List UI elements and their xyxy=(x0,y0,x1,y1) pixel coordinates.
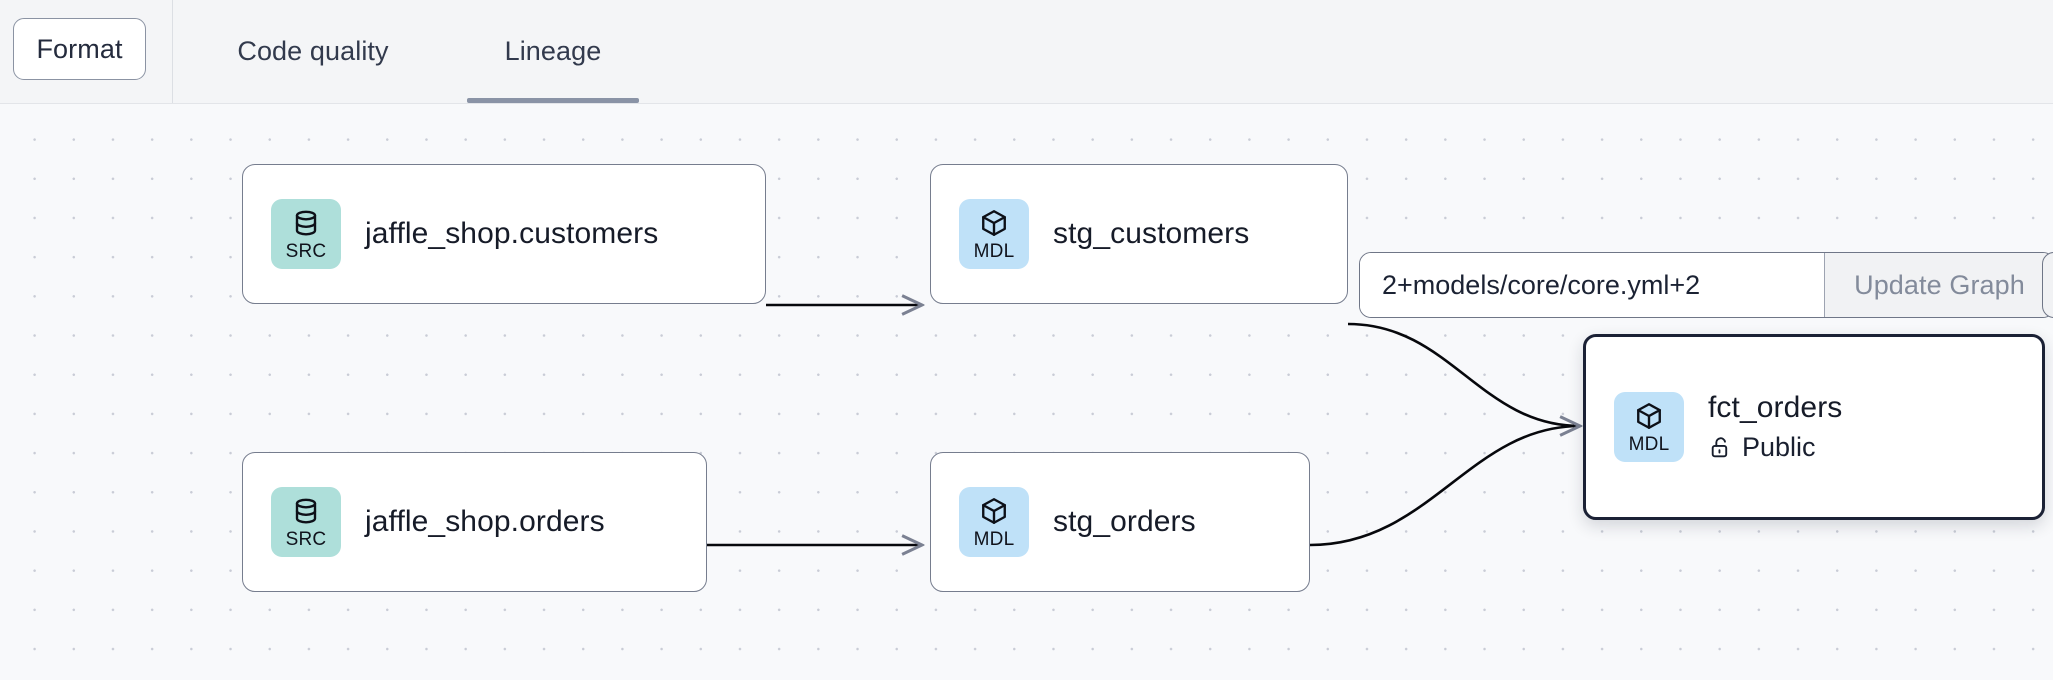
src-badge: SRC xyxy=(271,487,341,557)
mdl-badge-label: MDL xyxy=(973,528,1015,550)
lineage-node-stg-orders[interactable]: MDL stg_orders xyxy=(930,452,1310,592)
lineage-node-fct-orders[interactable]: MDL fct_orders Public xyxy=(1583,334,2045,520)
lineage-node-jaffle-shop-customers[interactable]: SRC jaffle_shop.customers xyxy=(242,164,766,304)
database-icon xyxy=(295,210,317,235)
tab-code-quality-underline xyxy=(197,98,429,103)
node-title: stg_orders xyxy=(1053,504,1196,538)
cube-icon xyxy=(982,209,1006,236)
database-icon xyxy=(295,498,317,523)
selector-input[interactable] xyxy=(1360,253,1824,317)
node-text-block: jaffle_shop.customers xyxy=(365,217,658,252)
node-title: jaffle_shop.customers xyxy=(365,216,659,250)
src-badge-label: SRC xyxy=(285,528,327,550)
edge-stg-orders-to-fct-orders xyxy=(1309,426,1580,547)
lineage-node-stg-customers[interactable]: MDL stg_customers xyxy=(930,164,1348,304)
edge-stg-customers-to-fct-orders xyxy=(1347,322,1581,428)
tab-lineage-label: Lineage xyxy=(504,36,602,66)
tab-lineage[interactable]: Lineage xyxy=(467,0,639,103)
mdl-badge: MDL xyxy=(959,199,1029,269)
cube-icon xyxy=(1637,402,1661,429)
tab-code-quality-label: Code quality xyxy=(237,36,389,66)
tab-lineage-underline xyxy=(467,98,639,103)
top-toolbar: Format Code quality Lineage xyxy=(0,0,2053,104)
node-visibility: Public xyxy=(1708,432,1842,463)
graph-controls: Update Graph xyxy=(1359,252,2053,318)
node-title: stg_customers xyxy=(1053,216,1250,250)
toolbar-left-section: Format xyxy=(0,0,173,103)
graph-controls-overflow[interactable] xyxy=(2042,252,2053,318)
node-text-block: stg_orders xyxy=(1053,505,1196,540)
cube-icon xyxy=(982,497,1006,524)
src-badge: SRC xyxy=(271,199,341,269)
node-text-block: fct_orders Public xyxy=(1708,391,1842,463)
mdl-badge: MDL xyxy=(959,487,1029,557)
lineage-canvas[interactable]: SRC jaffle_shop.customers MDL stg_custom… xyxy=(0,104,2053,680)
src-badge-label: SRC xyxy=(285,240,327,262)
node-title: jaffle_shop.orders xyxy=(365,504,605,538)
mdl-badge-label: MDL xyxy=(973,240,1015,262)
node-title: fct_orders xyxy=(1708,391,1843,425)
mdl-badge: MDL xyxy=(1614,392,1684,462)
lineage-node-jaffle-shop-orders[interactable]: SRC jaffle_shop.orders xyxy=(242,452,707,592)
tab-code-quality[interactable]: Code quality xyxy=(197,0,429,103)
node-text-block: jaffle_shop.orders xyxy=(365,505,605,540)
mdl-badge-label: MDL xyxy=(1628,433,1670,455)
format-button[interactable]: Format xyxy=(13,18,146,80)
node-text-block: stg_customers xyxy=(1053,217,1249,252)
unlock-icon xyxy=(1711,437,1728,458)
node-visibility-label: Public xyxy=(1742,431,1816,462)
update-graph-button[interactable]: Update Graph xyxy=(1824,253,2053,317)
